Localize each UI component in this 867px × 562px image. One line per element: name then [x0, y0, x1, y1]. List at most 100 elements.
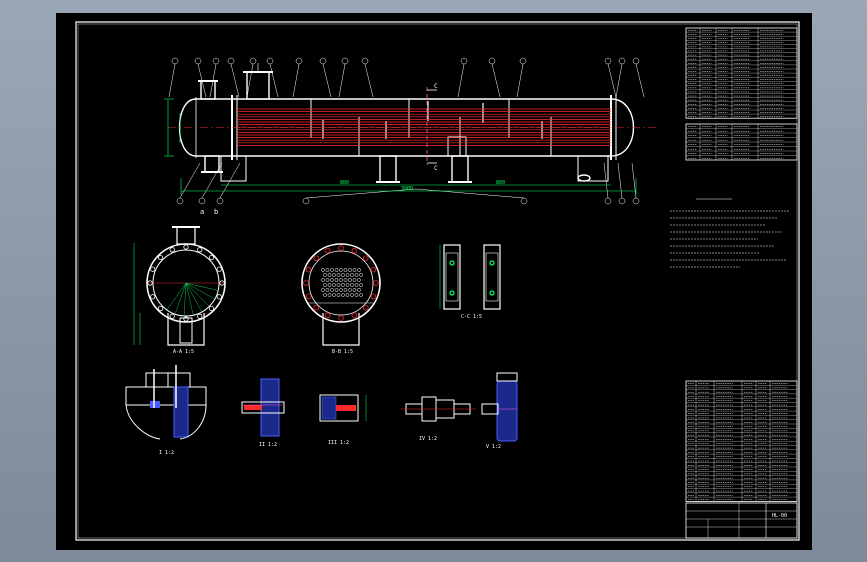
leader-line — [491, 63, 501, 98]
bolt-hole — [208, 254, 215, 261]
tube-hole — [359, 273, 363, 277]
detail-5 — [481, 372, 518, 442]
leader-line — [246, 63, 254, 98]
section-c-label-bottom: C — [434, 165, 438, 172]
bolt-hole — [150, 294, 156, 300]
tube-hole — [325, 268, 330, 272]
ray-line — [166, 282, 187, 311]
part-balloon — [632, 197, 640, 205]
tube-hole — [343, 278, 348, 282]
part-balloon — [341, 57, 349, 65]
leader-line — [230, 63, 240, 98]
bolt-hole — [183, 316, 189, 322]
tube-hole — [348, 278, 352, 282]
tube-hole — [357, 278, 361, 282]
tube-hole — [325, 278, 330, 282]
tube-hole — [334, 268, 339, 272]
bolt-hole — [362, 255, 369, 262]
tube-hole — [343, 268, 348, 272]
ray-line — [185, 282, 194, 316]
tube-hole — [345, 283, 350, 287]
drawing-border — [75, 21, 800, 541]
part-balloon — [266, 57, 274, 65]
part-balloon — [488, 57, 496, 65]
leader-line — [322, 63, 332, 98]
part-balloon — [198, 197, 206, 205]
part-balloon — [227, 57, 235, 65]
detail-2 — [241, 378, 285, 437]
leader-line — [457, 63, 465, 98]
part-balloon — [216, 197, 224, 205]
part-balloon — [618, 57, 626, 65]
part-balloon — [618, 197, 626, 205]
tube-hole — [323, 273, 327, 277]
bolt-hole — [351, 247, 358, 254]
tube-hole — [321, 268, 325, 272]
section-view-a — [133, 226, 226, 346]
technical-notes — [670, 198, 790, 268]
tube-hole — [327, 283, 332, 287]
bolt-hole — [305, 293, 312, 300]
bolt-hole — [362, 304, 369, 311]
leader-line — [219, 162, 241, 199]
part-balloon — [361, 57, 369, 65]
view-b-marker: b — [214, 208, 218, 216]
leader-line — [364, 63, 374, 98]
tube-hole — [321, 278, 325, 282]
bolt-hole — [208, 305, 215, 312]
bolt-hole — [150, 266, 156, 272]
tube-hole — [357, 288, 361, 292]
bolt-hole — [324, 312, 331, 319]
bolt-hole — [216, 294, 222, 300]
dim-span-left: 800 — [340, 180, 349, 186]
bolt-hole — [157, 254, 164, 261]
tube-hole — [350, 273, 354, 277]
leader-line — [631, 162, 637, 199]
tube-hole — [352, 278, 357, 282]
part-balloon — [632, 57, 640, 65]
tube-hole — [341, 283, 345, 287]
part-balloon — [295, 57, 303, 65]
leader-line — [615, 63, 623, 98]
bolt-hole — [370, 266, 377, 273]
bolt-hole — [351, 312, 358, 319]
bolt-hole — [313, 304, 320, 311]
bolt-hole — [338, 315, 344, 321]
bolt-hole — [197, 313, 203, 319]
leader-line — [168, 63, 176, 98]
parts-list-table — [685, 380, 798, 502]
dim-span-right: 800 — [496, 180, 505, 186]
detail-3-title: III 1:2 — [328, 440, 349, 446]
detail-1 — [125, 365, 207, 440]
tube-hole — [334, 288, 339, 292]
tube-hole — [359, 293, 363, 297]
ray-line — [185, 282, 203, 313]
leader-line — [635, 63, 645, 98]
leader-line — [607, 63, 617, 98]
bolt-hole — [305, 266, 312, 273]
tube-hole — [357, 268, 361, 272]
cad-drawing-canvas[interactable]: C C 800 800 3000 a b A-A 1:5 — [56, 13, 812, 550]
tube-hole — [336, 293, 341, 297]
tube-hole — [339, 278, 343, 282]
drawing-number: HL-00 — [772, 513, 787, 519]
section-view-c — [439, 244, 501, 310]
tube-hole — [354, 293, 359, 297]
tube-hole — [352, 268, 357, 272]
leader-line — [338, 63, 346, 98]
vessel-elevation — [178, 63, 635, 183]
detail-3 — [319, 394, 367, 422]
tube-hole — [348, 268, 352, 272]
tube-hole — [359, 283, 363, 287]
part-balloon — [520, 197, 528, 205]
tube-bundle — [237, 108, 611, 146]
ray-line — [185, 282, 215, 300]
leader-line — [415, 188, 525, 199]
bolt-hole — [216, 266, 222, 272]
leader-line — [603, 162, 609, 199]
dim-total: 3000 — [401, 186, 413, 192]
bolt-hole — [373, 280, 379, 286]
tube-hole — [327, 293, 332, 297]
part-balloon — [171, 57, 179, 65]
view-b-title: B-B 1:5 — [332, 349, 353, 355]
